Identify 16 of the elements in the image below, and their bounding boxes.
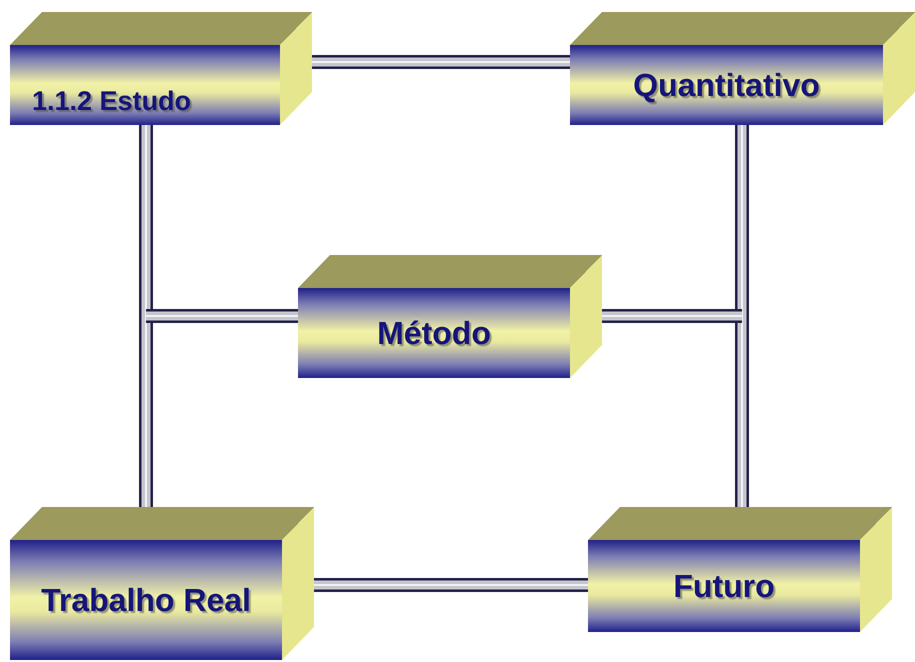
block-3d-drawing [588, 507, 892, 632]
pipe-connector [312, 55, 570, 69]
pipe-connector [146, 309, 298, 323]
pipe-connector [314, 578, 588, 592]
block-3d-drawing [570, 12, 915, 125]
pipe-connector [735, 125, 749, 507]
block-label: Quantitativo [633, 66, 820, 105]
pipe-connector [139, 125, 153, 507]
block-label: 1.1.2 Estudo [32, 84, 192, 118]
pipe-connector [602, 309, 742, 323]
block-label: Método [377, 314, 491, 353]
block-label: Futuro [673, 567, 775, 606]
block-3d-drawing [10, 12, 312, 125]
block-label: Trabalho Real [41, 581, 251, 620]
block-3d-drawing [10, 507, 314, 660]
block-3d-drawing [298, 255, 602, 378]
